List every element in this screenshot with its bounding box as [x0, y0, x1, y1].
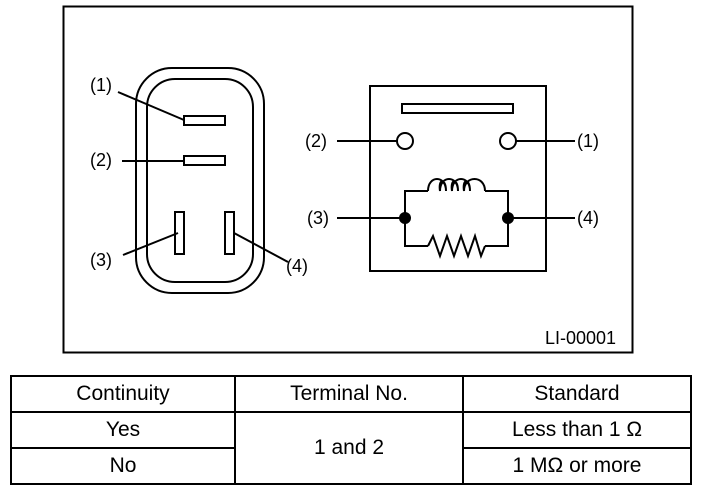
leader-line-4	[233, 232, 289, 263]
cell-standard: 1 MΩ or more	[462, 447, 692, 485]
cell-terminal: 1 and 2	[234, 411, 464, 485]
relay-terminal-1	[499, 132, 517, 150]
header-continuity: Continuity	[10, 375, 236, 413]
connector-terminal-4	[224, 211, 235, 255]
resistor-symbol	[427, 232, 486, 260]
header-standard: Standard	[462, 375, 692, 413]
relay-schematic: (2) (1) (3) (4)	[305, 85, 599, 272]
connector-terminal-2	[183, 155, 226, 166]
continuity-table: Continuity Terminal No. Standard Yes 1 a…	[10, 375, 692, 485]
cell-standard: Less than 1 Ω	[462, 411, 692, 449]
connector-label-4: (4)	[286, 256, 308, 276]
junction-dot-3	[399, 212, 411, 224]
figure-code: LI-00001	[545, 328, 616, 348]
connector-terminal-3	[174, 211, 185, 255]
connector-label-3: (3)	[90, 250, 112, 270]
coil-wire-left	[404, 190, 428, 218]
resistor-wire-right	[485, 218, 509, 247]
leader-line-3	[122, 232, 179, 256]
relay-diagram: (1) (2) (3) (4) (2) (1) (3) (4) LI-00001	[62, 5, 634, 354]
header-terminal-no: Terminal No.	[234, 375, 464, 413]
cell-continuity: No	[10, 447, 236, 485]
relay-label-3: (3)	[307, 208, 329, 228]
leader-line-1	[117, 91, 185, 121]
coil-symbol	[427, 178, 486, 192]
relay-label-1: (1)	[577, 131, 599, 151]
resistor-wire-left	[404, 218, 428, 247]
connector-terminal-1	[183, 115, 226, 126]
table-row: No 1 MΩ or more	[10, 447, 692, 485]
connector-label-2: (2)	[90, 150, 112, 170]
table-row: Yes 1 and 2 Less than 1 Ω	[10, 411, 692, 485]
connector-label-1: (1)	[90, 75, 112, 95]
connector-inner-outline	[146, 78, 254, 283]
relay-label-4: (4)	[577, 208, 599, 228]
relay-terminal-2	[396, 132, 414, 150]
connector-outer-outline	[135, 67, 265, 294]
figure-frame	[62, 5, 634, 354]
relay-label-2: (2)	[305, 131, 327, 151]
connector-view: (1) (2) (3) (4)	[90, 67, 308, 294]
relay-contact-bar	[401, 103, 514, 114]
relay-body	[369, 85, 547, 272]
coil-wire-right	[485, 190, 509, 218]
table-header-row: Continuity Terminal No. Standard	[10, 375, 692, 413]
junction-dot-4	[502, 212, 514, 224]
cell-continuity: Yes	[10, 411, 236, 449]
